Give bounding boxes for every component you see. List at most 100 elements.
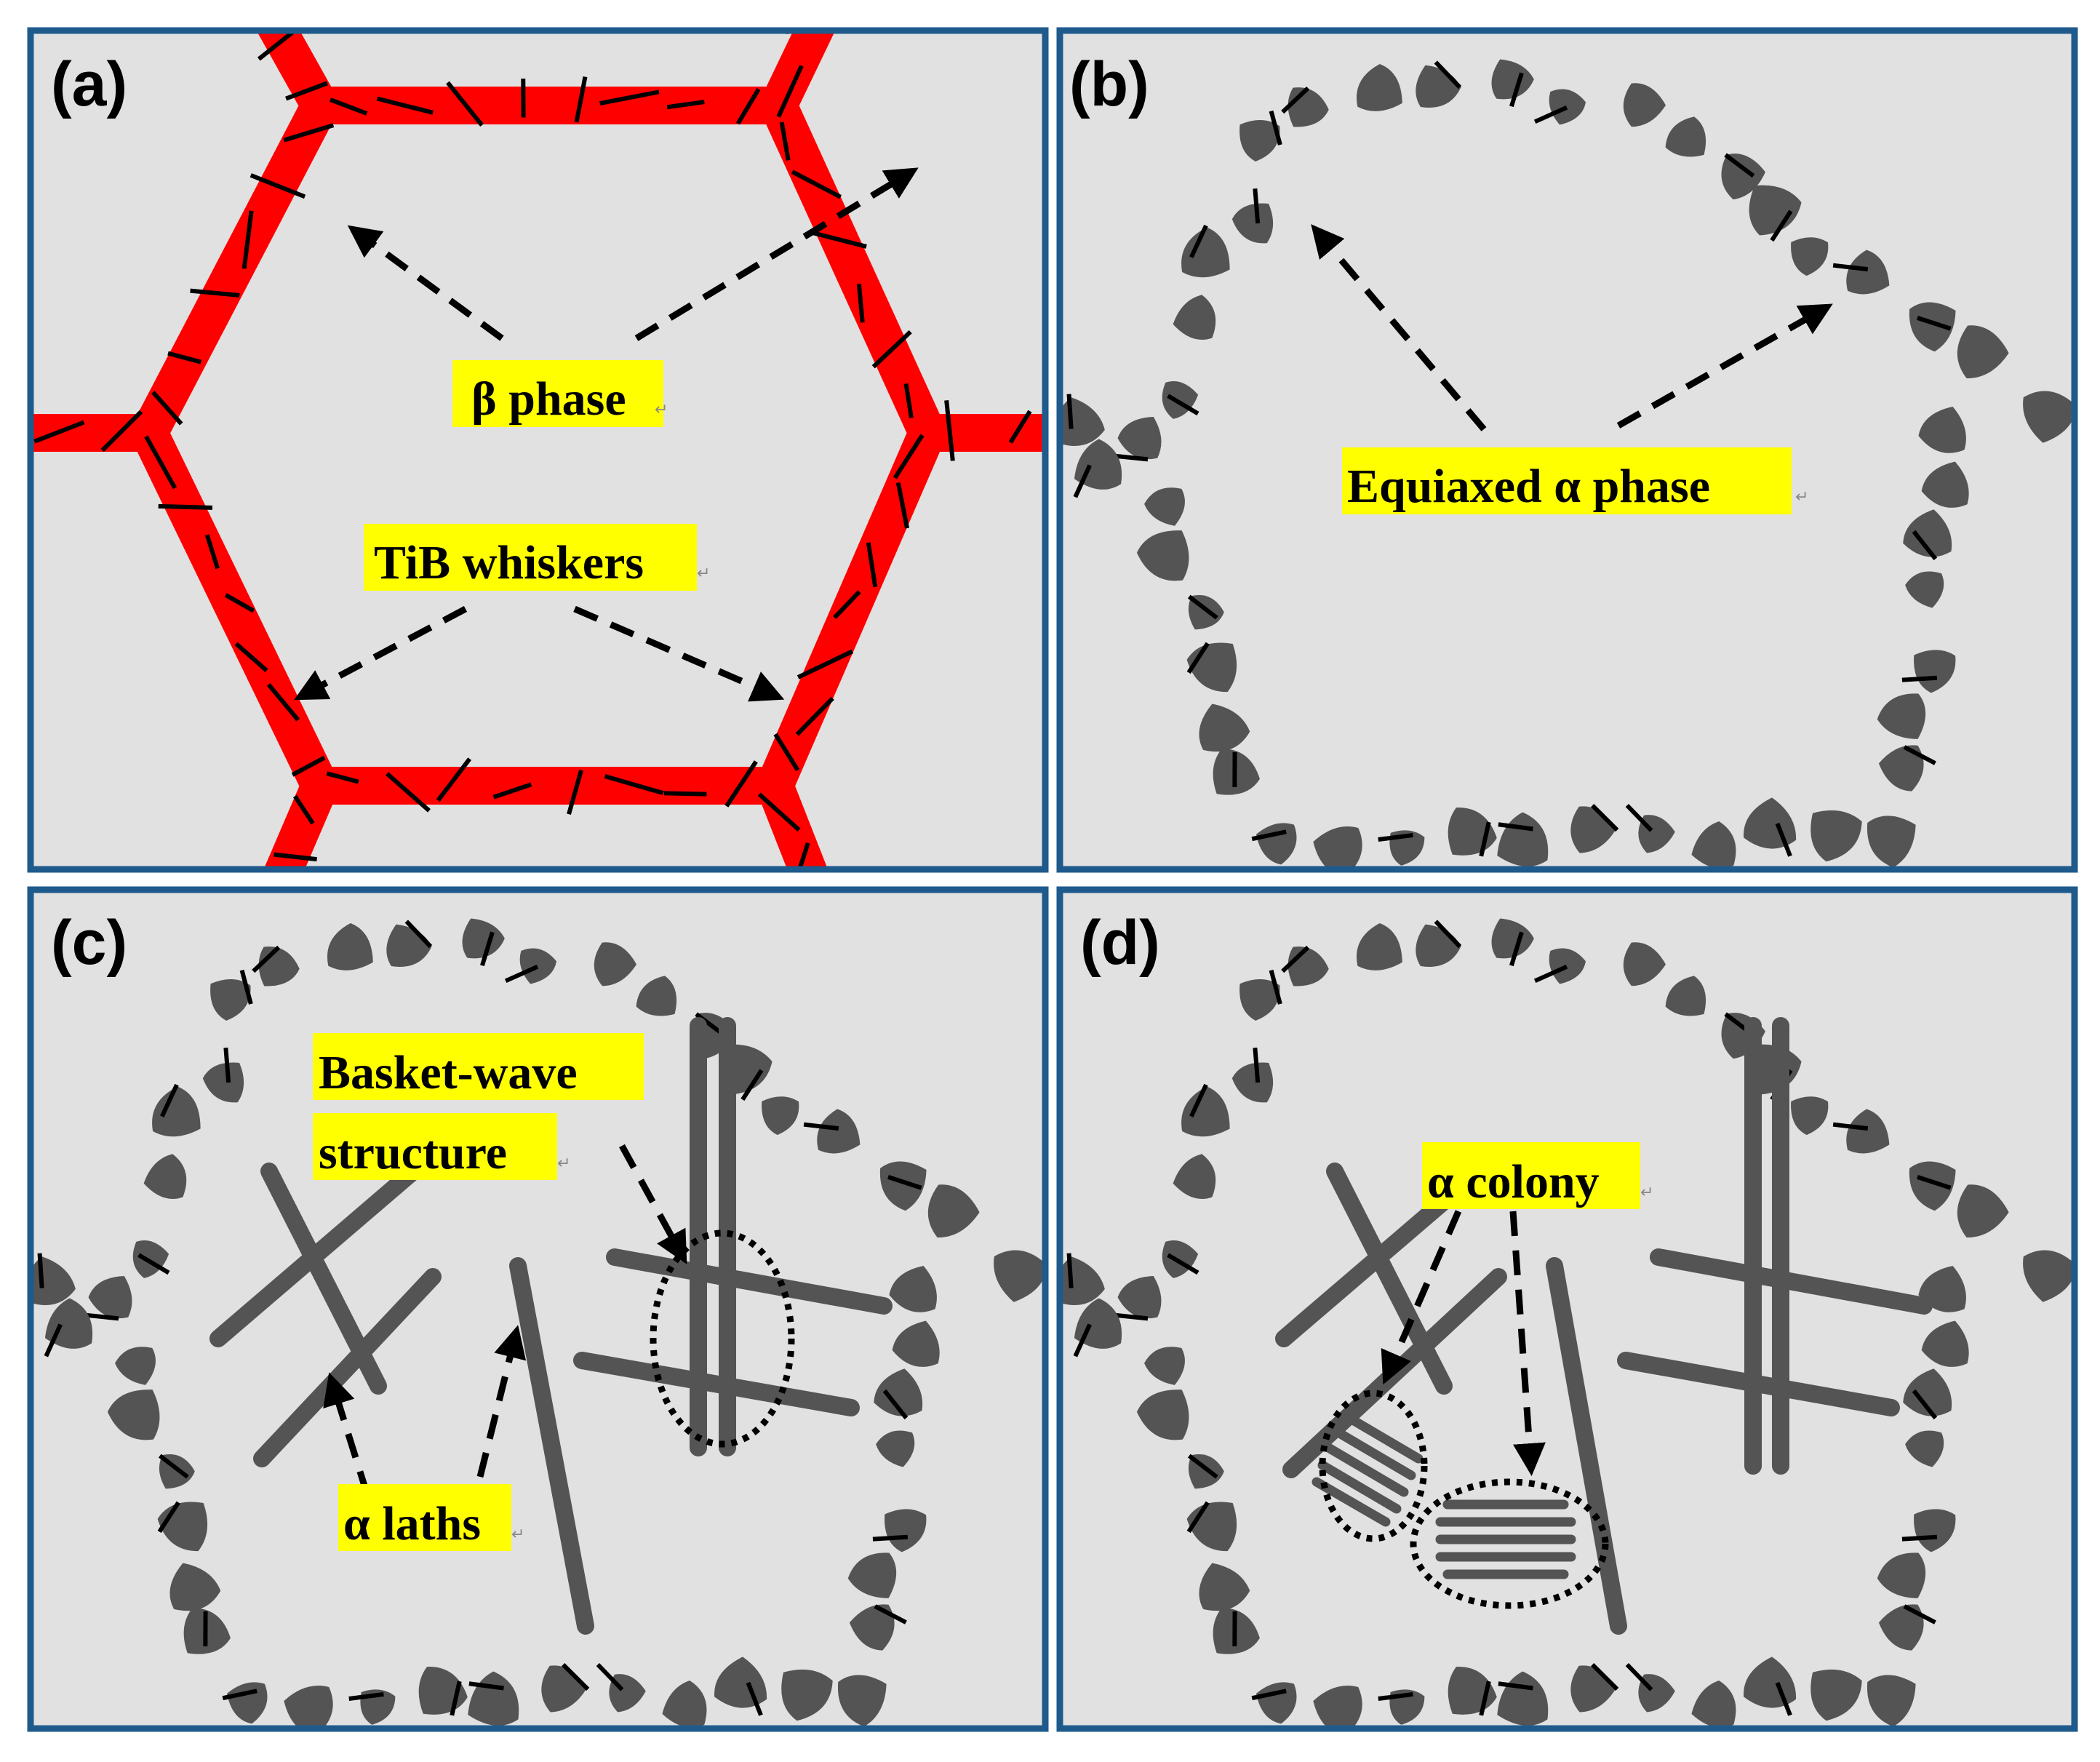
tib-whisker [1434,920,1462,949]
tib-whisker [833,590,861,620]
equiaxed-alpha-grain [169,1563,221,1611]
tib-whisker [1533,105,1568,124]
equiaxed-alpha-grain [1918,407,1966,453]
tib-whisker [83,1312,119,1321]
tib-whisker [241,210,254,269]
tib-whisker [1479,821,1491,857]
tib-whisker [1509,931,1524,967]
equiaxed-alpha-grain [1877,693,1926,739]
equiaxed-alpha-grain [1060,1256,1105,1305]
equiaxed-alpha-grain [1957,1184,2009,1238]
equiaxed-alpha-grain [202,1062,244,1103]
equiaxed-alpha-grain [889,1266,937,1312]
tib-whisker [224,593,255,613]
tib-whisker [450,1681,462,1716]
tib-whisker [1434,60,1462,89]
equiaxed-alpha-grain [327,922,373,970]
tib-whisker [1253,188,1261,224]
beta-phase-arrows [347,167,919,341]
equiaxed-alpha-grain [1199,703,1250,752]
tib-whisker [257,31,299,61]
equiaxed-alpha-grain [1914,1509,1956,1552]
tib-whisker [1066,394,1074,429]
tib-whisker [376,96,434,115]
tib-whisker [1912,530,1938,561]
tib-whisker [1186,642,1210,674]
tib-whisker [492,782,532,800]
panel-c: Basket-wave structure ↵ α laths ↵ (c) [27,886,1049,1732]
panel-c-frame [27,886,1049,1732]
tib-whisker [1251,829,1287,842]
tib-whisker [1832,1122,1869,1131]
tib-arrow-left [294,606,468,701]
tib-whisker [773,733,800,772]
basket-weave-arrow [619,1144,687,1264]
tib-whisker [204,534,220,570]
tib-whisker [167,351,201,364]
equiaxed-alpha-grain [994,1250,1045,1302]
equiaxed-alpha-grain [594,942,636,986]
equiaxed-alpha-grain [1231,1062,1274,1103]
tib-whisker [151,391,183,426]
tib-whisker [1112,453,1149,462]
tib-whisker [234,642,268,673]
tib-whisker [144,435,177,490]
tib-whisker [158,503,213,510]
svg-text:↵: ↵ [655,401,668,419]
equiaxed-alpha-grain [1117,1275,1162,1319]
svg-text:structure: structure [319,1126,507,1179]
tib-whisker [37,1253,44,1288]
tib-whisker [266,682,300,722]
tib-whisker [1189,1083,1208,1117]
alpha-colony-dotted-circle-left [1319,1390,1428,1542]
equiaxed-alpha-grain [1909,302,1956,352]
equiaxed-alpha-grain [1313,1686,1362,1729]
equiaxed-alpha-grain [1691,1681,1736,1728]
tib-whisker [808,229,867,249]
equiaxed-alpha-grain [1921,461,1969,508]
tib-whisker [1112,1312,1149,1321]
panel-a-frame [27,27,1049,873]
tib-whisker [348,1691,384,1701]
equiaxed-alpha-grain [462,918,505,959]
equiaxed-alpha-grain [519,948,556,984]
equiaxed-alpha-grain [1867,1675,1916,1727]
equiaxed-alpha-grain [1867,816,1916,868]
equiaxed-alpha-grain [762,1096,799,1136]
tib-whisker [326,771,359,784]
panel-d-letter: (d) [1080,908,1160,978]
tib-whisker [222,1689,257,1701]
tib-whiskers-arrows [294,605,785,702]
tib-whisker [1912,1389,1938,1420]
tib-whisker [468,1681,504,1691]
label-basket-wave: Basket-wave structure ↵ [313,1033,644,1180]
equiaxed-alpha-grain [817,1109,861,1154]
equiaxed-alpha-grain [781,1669,833,1721]
tib-whisker [1832,263,1869,272]
tib-whisker [1378,832,1413,842]
svg-text:↵: ↵ [697,565,710,583]
tib-whisker [574,76,588,123]
tib-whisker [724,760,758,808]
equiaxed-alpha-grain [1231,203,1274,244]
tib-whisker [663,791,707,797]
tib-whisker [1187,1454,1218,1479]
alpha-colony-right [1435,1499,1576,1579]
equiaxed-alpha-grain [1877,1552,1926,1598]
tib-whisker [386,772,431,813]
tib-whisker [887,1175,922,1190]
equiaxed-alpha-grain [107,1390,160,1440]
equiaxed-alpha-grain [1791,237,1829,276]
tib-whisker [1775,822,1792,857]
equiaxed-alpha-grain [1239,979,1280,1021]
tib-whisker [791,170,842,199]
tib-whisker [797,842,810,869]
label-alpha-colony: α colony ↵ [1422,1142,1653,1209]
equiaxed-alpha-grain [1903,509,1952,557]
tib-whisker [1509,72,1524,108]
tib-whisker [1167,394,1199,416]
equiaxed-alpha-grain [847,1552,897,1598]
equiaxed-alpha-grain [1810,810,1862,862]
svg-text:↵: ↵ [557,1155,570,1173]
tib-whisker [1917,1175,1952,1190]
